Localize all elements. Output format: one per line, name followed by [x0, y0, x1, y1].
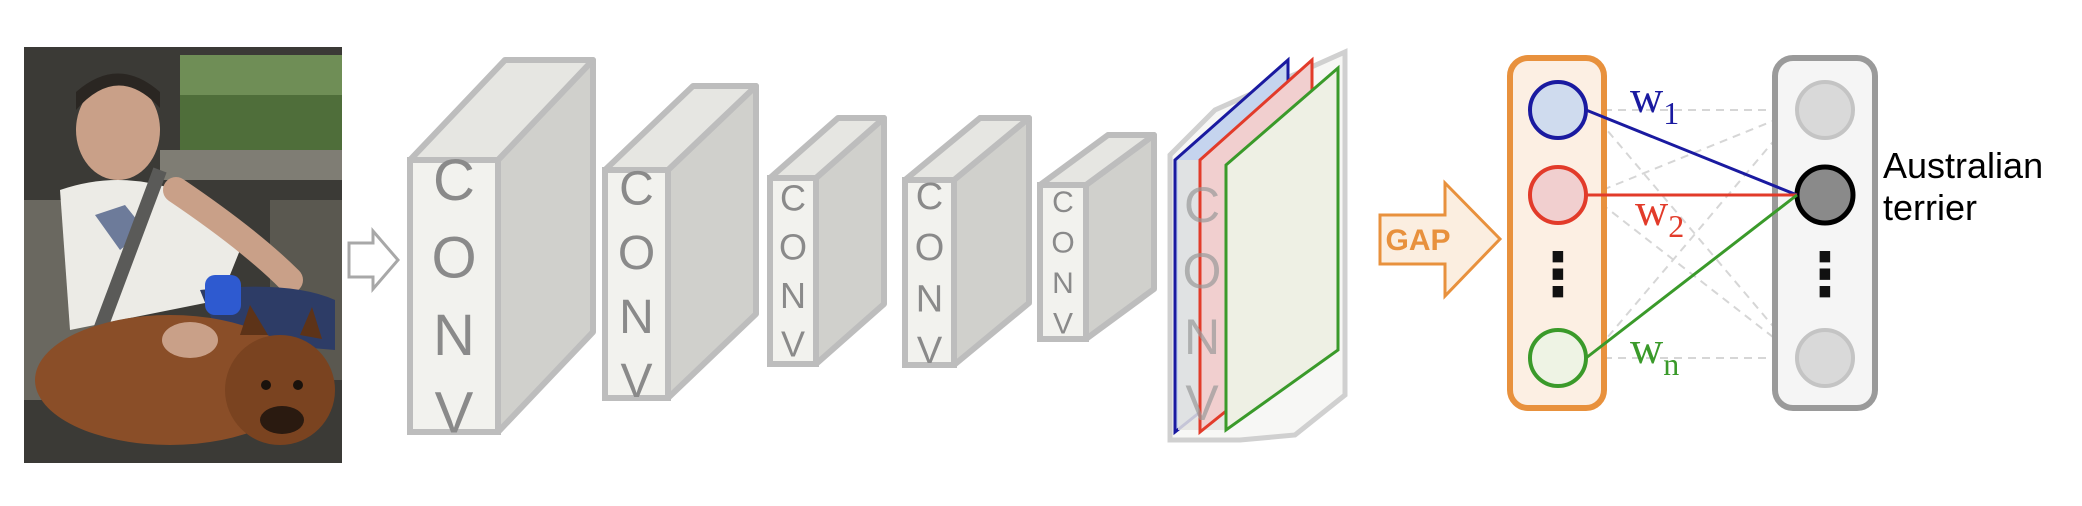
output-node-top — [1795, 80, 1855, 140]
conv-letter: V — [620, 355, 652, 408]
feature-map-green — [1224, 64, 1340, 433]
conv-letter: N — [916, 278, 943, 320]
conv-letter: C — [619, 163, 654, 216]
conv-letter: C — [780, 178, 806, 219]
output-node-bottom — [1795, 328, 1855, 388]
conv-block-front — [407, 157, 501, 435]
conv-block-front — [902, 177, 957, 368]
conv-letter: O — [779, 226, 807, 267]
conv-letter: O — [1051, 226, 1074, 259]
weight-label-wn: wn — [1630, 322, 1679, 382]
output-class-line2: terrier — [1883, 187, 1977, 228]
input-arrow-icon — [347, 226, 400, 294]
conv-letter: N — [1052, 267, 1074, 300]
feature-ellipsis: ⋮ — [1528, 241, 1588, 308]
conv-block-front — [602, 167, 671, 401]
final-conv-letter: O — [1183, 243, 1224, 299]
dashed-connections — [1589, 109, 1801, 359]
conv-letter: V — [1053, 307, 1073, 340]
weight-label-w1: w1 — [1630, 71, 1679, 131]
conv-block-front — [1037, 182, 1089, 342]
conv-letter: N — [780, 275, 806, 316]
conv-letter: O — [431, 226, 476, 291]
conv-letter: C — [1052, 186, 1074, 219]
final-conv-letter: N — [1184, 309, 1222, 365]
input-photo — [24, 47, 342, 463]
conv-letter: V — [435, 381, 474, 446]
final-conv-letter: V — [1185, 375, 1220, 431]
feature-node-n — [1528, 328, 1588, 388]
conv-letter: N — [433, 303, 475, 368]
gap-feature-vector: ⋮ — [1507, 55, 1607, 411]
conv-block-front — [767, 175, 819, 367]
weighted-connections — [1585, 108, 1798, 360]
output-class-line1: Australian — [1883, 145, 2043, 186]
weight-label-w2: w2 — [1635, 184, 1684, 244]
output-class-label: Australian terrier — [1883, 145, 2053, 228]
conv-letter: C — [433, 148, 475, 213]
gap-label: GAP — [1385, 224, 1450, 257]
conv-letter: O — [618, 227, 655, 280]
weight-line-n — [1585, 193, 1798, 360]
weight-line-1 — [1585, 108, 1798, 197]
final-conv-letter: C — [1184, 177, 1222, 233]
conv-letter: O — [915, 227, 945, 269]
conv-letter: V — [917, 330, 943, 372]
feature-node-2 — [1528, 165, 1588, 225]
output-node-active — [1794, 164, 1856, 226]
output-ellipsis: ⋮ — [1795, 241, 1855, 308]
conv-letter: N — [619, 291, 654, 344]
feature-node-1 — [1528, 80, 1588, 140]
conv-letter: C — [916, 176, 943, 218]
output-vector: ⋮ — [1772, 55, 1878, 411]
conv-letter: V — [781, 324, 805, 365]
gap-arrow: GAP — [1378, 179, 1503, 300]
